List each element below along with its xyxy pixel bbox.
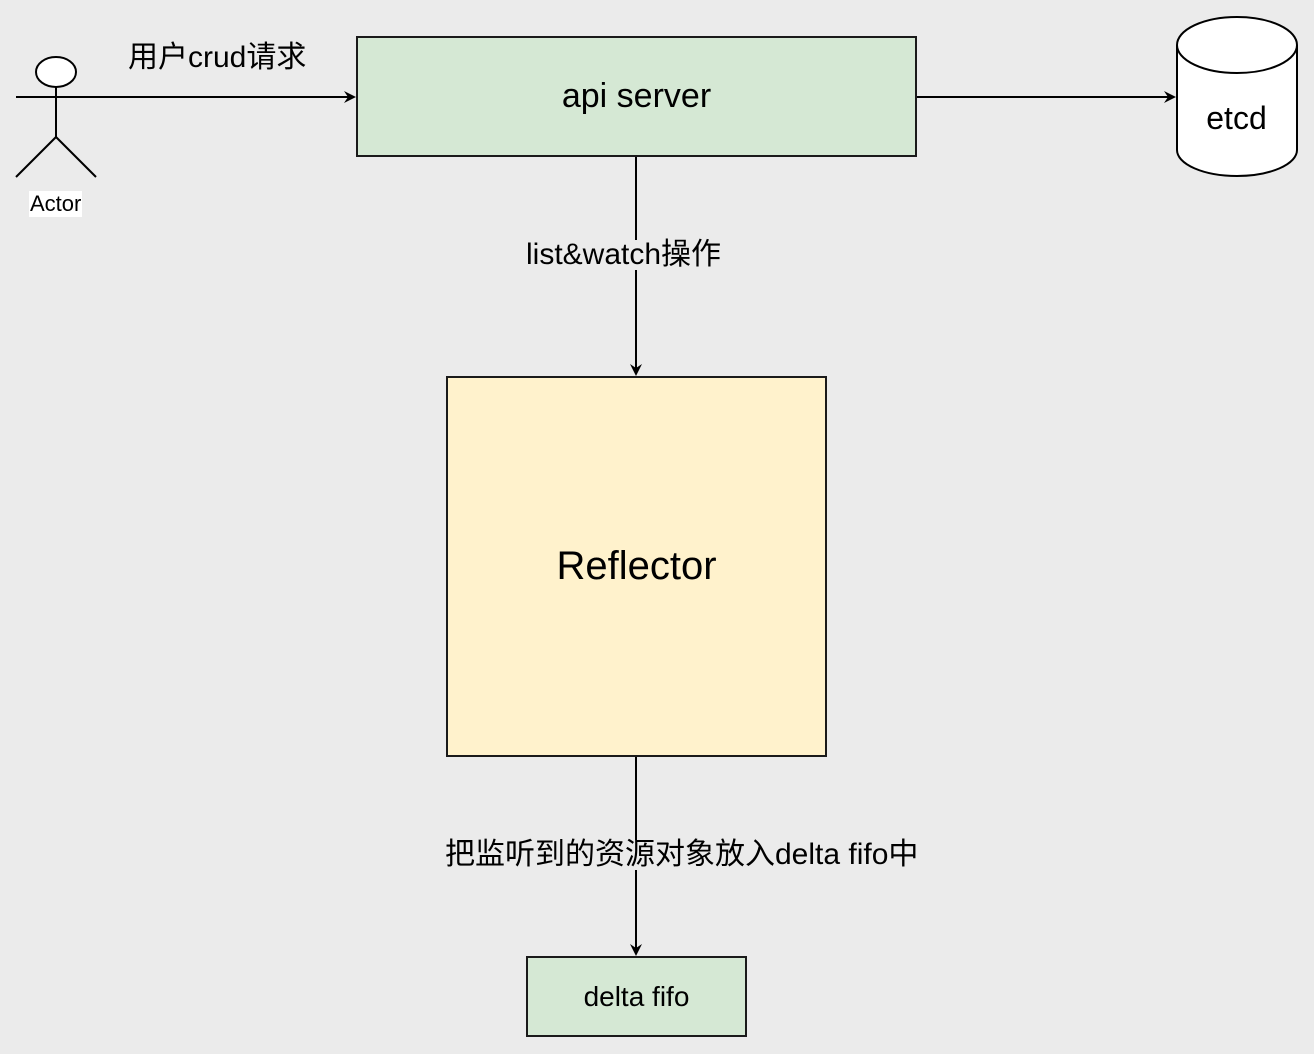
api-server-label: api server <box>561 77 712 115</box>
actor-icon <box>15 56 97 178</box>
actor-label: Actor <box>29 191 83 217</box>
delta-fifo-node[interactable]: delta fifo <box>526 956 747 1037</box>
edge-label-crud-request: 用户crud请求 <box>128 41 307 74</box>
reflector-label: Reflector <box>556 544 717 588</box>
etcd-label: etcd <box>1206 100 1267 136</box>
reflector-node[interactable]: Reflector <box>446 376 827 757</box>
etcd-cylinder-icon <box>1176 16 1298 177</box>
edge-label-list-watch: list&watch操作 <box>526 238 722 271</box>
delta-fifo-label: delta fifo <box>583 980 690 1012</box>
edge-label-put-into-fifo: 把监听到的资源对象放入delta fifo中 <box>445 838 919 871</box>
api-server-node[interactable]: api server <box>356 36 917 157</box>
